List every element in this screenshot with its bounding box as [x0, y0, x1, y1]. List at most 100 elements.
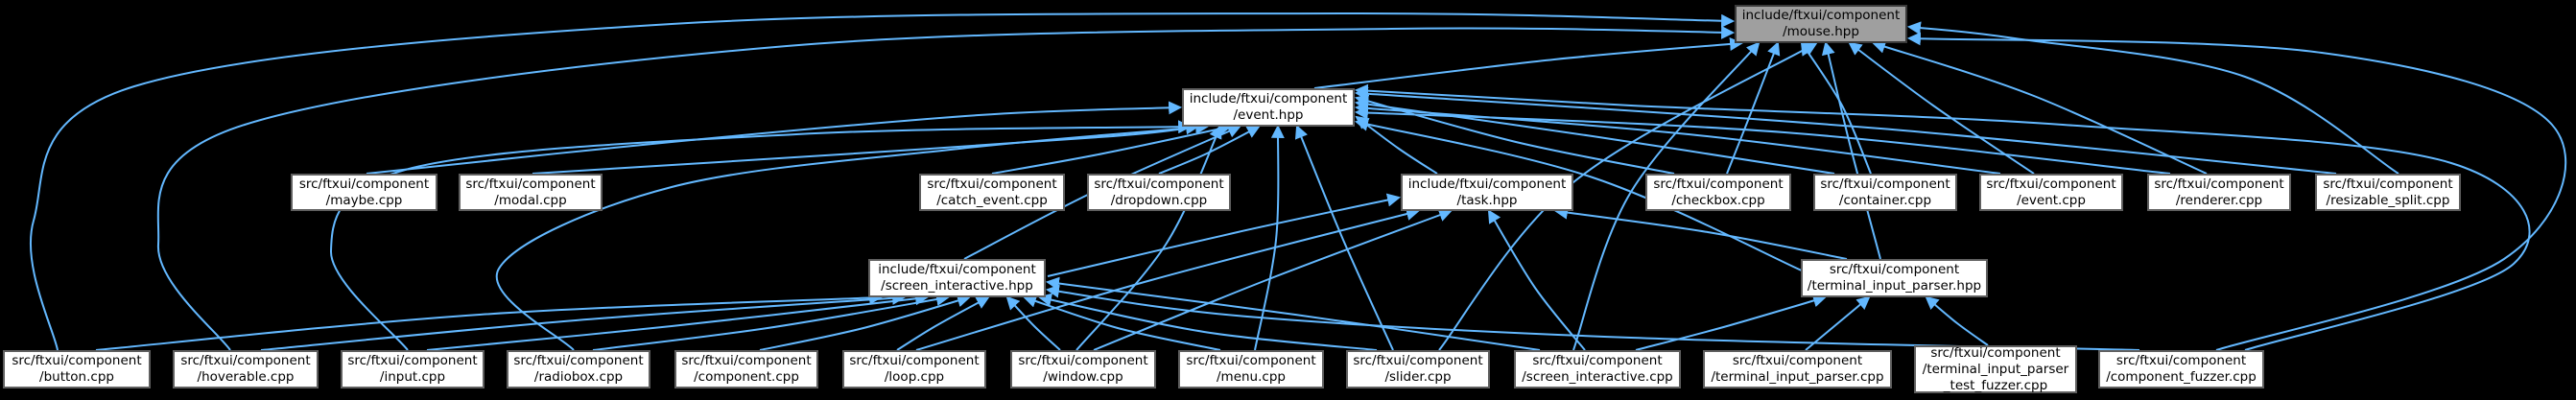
edge-event-hpp-to-mouse-hpp	[1313, 37, 1744, 89]
node-label-line: src/ftxui/component	[1186, 353, 1316, 368]
edge-loop-cpp-to-screen-interactive-hpp	[896, 295, 990, 351]
node-label-line: /container.cpp	[1838, 192, 1932, 208]
node-terminal-input-parser-hpp[interactable]: src/ftxui/component/terminal_input_parse…	[1801, 259, 1988, 297]
node-label-line: src/ftxui/component	[2323, 176, 2453, 192]
edge-container-cpp-to-mouse-hpp	[1800, 41, 1872, 175]
node-catch-event-cpp[interactable]: src/ftxui/component/catch_event.cpp	[919, 174, 1065, 211]
edge-slider-cpp-to-mouse-hpp	[1438, 41, 1818, 351]
node-button-cpp[interactable]: src/ftxui/component/button.cpp	[3, 350, 151, 388]
node-slider-cpp[interactable]: src/ftxui/component/slider.cpp	[1346, 350, 1490, 388]
node-input-cpp[interactable]: src/ftxui/component/input.cpp	[341, 350, 484, 388]
node-hoverable-cpp[interactable]: src/ftxui/component/hoverable.cpp	[173, 350, 319, 388]
node-label-line: /loop.cpp	[884, 369, 945, 385]
edge-screen-interactive-cpp-to-screen-interactive-hpp	[1045, 276, 1541, 351]
edge-terminal-input-parser-hpp-to-mouse-hpp	[1821, 40, 1881, 260]
node-label-line: /radiobox.cpp	[533, 369, 624, 385]
node-menu-cpp[interactable]: src/ftxui/component/menu.cpp	[1178, 350, 1324, 388]
node-label-line: /terminal_input_parser	[1922, 361, 2069, 377]
edge-modal-cpp-to-event-hpp	[532, 121, 1200, 175]
node-label-line: src/ftxui/component	[681, 353, 812, 368]
node-component-fuzzer-cpp[interactable]: src/ftxui/component/component_fuzzer.cpp	[2098, 350, 2264, 388]
edge-menu-cpp-to-screen-interactive-hpp	[1023, 294, 1221, 351]
node-label-line: src/ftxui/component	[12, 353, 142, 368]
node-label-line: /event.hpp	[1233, 107, 1304, 123]
node-screen-interactive-hpp[interactable]: include/ftxui/component/screen_interacti…	[868, 259, 1046, 297]
edge-resizable-split-cpp-to-event-hpp	[1354, 86, 2337, 175]
edge-checkbox-cpp-to-mouse-hpp	[1726, 41, 1781, 175]
edge-screen-interactive-cpp-to-task-hpp	[1487, 209, 1586, 351]
node-resizable-split-cpp[interactable]: src/ftxui/component/resizable_split.cpp	[2315, 174, 2461, 211]
edge-task-hpp-to-event-hpp	[1355, 115, 1438, 175]
node-label-line: src/ftxui/component	[347, 353, 478, 368]
node-label-line: src/ftxui/component	[2154, 176, 2284, 192]
node-label-line: src/ftxui/component	[1732, 353, 1863, 368]
node-label-line: /button.cpp	[39, 369, 114, 385]
node-label-line: src/ftxui/component	[1820, 176, 1950, 192]
node-dropdown-cpp[interactable]: src/ftxui/component/dropdown.cpp	[1087, 174, 1231, 211]
node-task-hpp[interactable]: include/ftxui/component/task.hpp	[1401, 174, 1573, 211]
node-component-cpp[interactable]: src/ftxui/component/component.cpp	[674, 350, 818, 388]
node-label-line: /mouse.hpp	[1783, 24, 1859, 39]
node-renderer-cpp[interactable]: src/ftxui/component/renderer.cpp	[2147, 174, 2291, 211]
node-checkbox-cpp[interactable]: src/ftxui/component/checkbox.cpp	[1645, 174, 1791, 211]
edge-screen-interactive-hpp-to-task-hpp	[1047, 193, 1402, 277]
node-label-line: src/ftxui/component	[1353, 353, 1483, 368]
node-label-line: src/ftxui/component	[1532, 353, 1663, 368]
node-mouse-hpp[interactable]: include/ftxui/component/mouse.hpp	[1735, 5, 1907, 43]
node-screen-interactive-cpp[interactable]: src/ftxui/component/screen_interactive.c…	[1514, 350, 1681, 388]
node-window-cpp[interactable]: src/ftxui/component/window.cpp	[1010, 350, 1156, 388]
node-modal-cpp[interactable]: src/ftxui/component/modal.cpp	[459, 174, 603, 211]
node-label-line: /terminal_input_parser.cpp	[1711, 369, 1884, 385]
node-label-line: src/ftxui/component	[180, 353, 311, 368]
node-label-line: /menu.cpp	[1217, 369, 1286, 385]
node-label-line: src/ftxui/component	[1094, 176, 1224, 192]
node-loop-cpp[interactable]: src/ftxui/component/loop.cpp	[842, 350, 986, 388]
node-event-cpp[interactable]: src/ftxui/component/event.cpp	[1979, 174, 2123, 211]
edge-terminal-input-parser-hpp-to-event-hpp	[1354, 117, 1805, 272]
node-label-line: _test_fuzzer.cpp	[1943, 377, 2048, 393]
node-container-cpp[interactable]: src/ftxui/component/container.cpp	[1813, 174, 1957, 211]
node-label-line: /terminal_input_parser.hpp	[1807, 278, 1982, 294]
node-event-hpp[interactable]: include/ftxui/component/event.hpp	[1182, 88, 1355, 127]
edge-input-cpp-to-event-hpp	[329, 120, 1193, 351]
node-label-line: /checkbox.cpp	[1671, 192, 1765, 208]
node-label-line: /screen_interactive.hpp	[881, 278, 1033, 294]
node-label-line: /resizable_split.cpp	[2326, 192, 2450, 208]
node-label-line: /component_fuzzer.cpp	[2106, 369, 2257, 385]
edge-dropdown-cpp-to-event-hpp	[1158, 126, 1261, 175]
node-label-line: src/ftxui/component	[927, 176, 1057, 192]
edge-component-fuzzer-cpp-to-screen-interactive-hpp	[1045, 284, 2140, 351]
node-label-line: src/ftxui/component	[1653, 176, 1784, 192]
edge-radiobox-cpp-to-event-hpp	[495, 121, 1210, 351]
edge-component-fuzzer-cpp-to-mouse-hpp	[1906, 32, 2567, 351]
edge-container-cpp-to-event-hpp	[1354, 97, 1835, 175]
node-label-line: include/ftxui/component	[1407, 176, 1567, 192]
edge-terminal-input-parser-hpp-to-task-hpp	[1553, 205, 1848, 260]
node-label-line: /hoverable.cpp	[197, 369, 295, 385]
node-label-line: include/ftxui/component	[878, 262, 1036, 277]
node-label-line: /input.cpp	[379, 369, 446, 385]
node-label-line: /component.cpp	[694, 369, 799, 385]
edge-resizable-split-cpp-to-mouse-hpp	[1906, 21, 2399, 175]
node-radiobox-cpp[interactable]: src/ftxui/component/radiobox.cpp	[507, 350, 650, 388]
edge-terminal-input-parser-cpp-to-terminal-input-parser-hpp	[1805, 295, 1871, 351]
edge-renderer-cpp-to-event-hpp	[1354, 106, 2171, 175]
edge-input-cpp-to-screen-interactive-hpp	[426, 292, 930, 351]
node-label-line: include/ftxui/component	[1741, 8, 1901, 23]
node-maybe-cpp[interactable]: src/ftxui/component/maybe.cpp	[291, 174, 437, 211]
node-tip-test-fuzzer-cpp[interactable]: src/ftxui/component/terminal_input_parse…	[1914, 345, 2077, 393]
edge-component-cpp-to-screen-interactive-hpp	[759, 294, 972, 351]
node-label-line: src/ftxui/component	[2115, 353, 2247, 368]
edge-tip-test-fuzzer-cpp-to-terminal-input-parser-hpp	[1925, 295, 1989, 346]
node-label-line: src/ftxui/component	[849, 353, 980, 368]
edge-slider-cpp-to-event-hpp	[1294, 125, 1394, 351]
node-label-line: /catch_event.cpp	[936, 192, 1048, 208]
edge-hoverable-cpp-to-mouse-hpp	[156, 25, 1736, 351]
node-label-line: /window.cpp	[1043, 369, 1123, 385]
node-label-line: src/ftxui/component	[1018, 353, 1148, 368]
node-label-line: /slider.cpp	[1384, 369, 1452, 385]
node-terminal-input-parser-cpp[interactable]: src/ftxui/component/terminal_input_parse…	[1703, 350, 1892, 388]
edge-radiobox-cpp-to-screen-interactive-hpp	[592, 293, 951, 351]
edge-event-cpp-to-event-hpp	[1354, 101, 2001, 175]
